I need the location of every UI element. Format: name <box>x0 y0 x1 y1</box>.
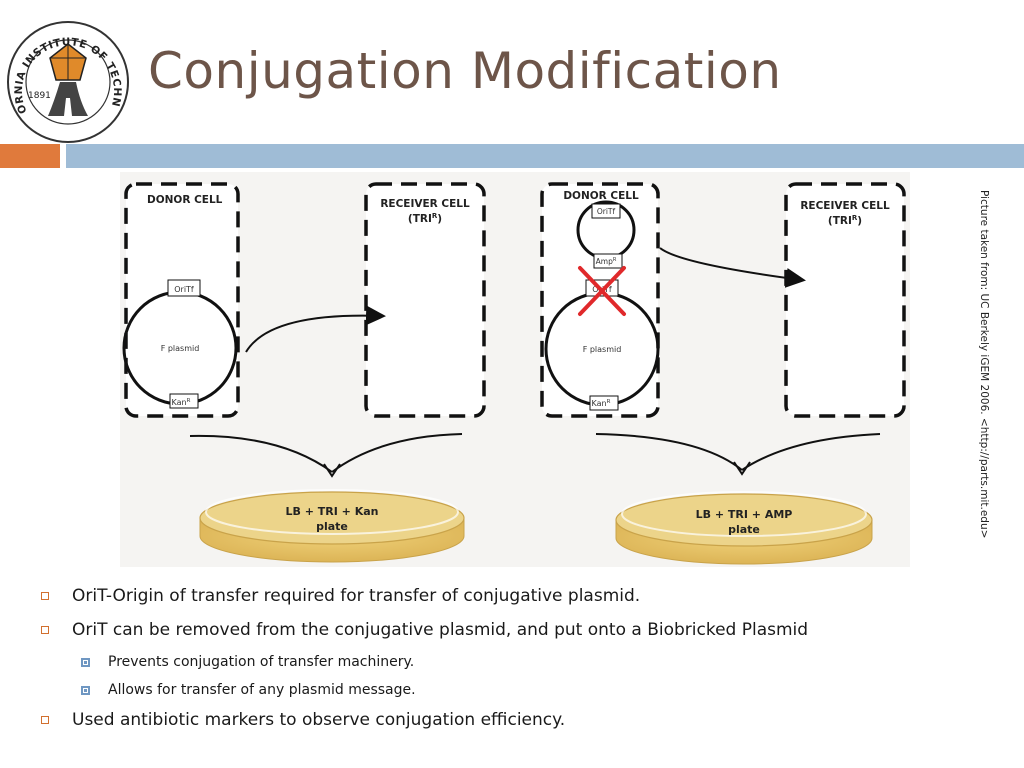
bullet-item: OriT can be removed from the conjugative… <box>38 618 998 642</box>
left-receiver-label-2: (TRIR) <box>408 212 442 225</box>
left-plasmid-label: F plasmid <box>161 344 200 353</box>
left-transfer-arrow <box>245 305 386 353</box>
sub-bullet-text: Prevents conjugation of transfer machine… <box>108 654 415 670</box>
left-funnel-right <box>331 433 463 473</box>
right-funnel-right <box>741 433 881 471</box>
right-small-orit-label: OriTf <box>597 207 616 216</box>
conjugation-diagram: DONOR CELL RECEIVER CELL (TRIR) OriTf F … <box>120 172 910 567</box>
right-plate-label-1: LB + TRI + AMP <box>696 508 793 521</box>
bullet-item: Used antibiotic markers to observe conju… <box>38 708 998 732</box>
left-panel: DONOR CELL RECEIVER CELL (TRIR) OriTf F … <box>122 182 486 563</box>
bullet-list: OriT-Origin of transfer required for tra… <box>38 584 998 742</box>
slide-title: Conjugation Modification <box>148 42 782 100</box>
bullet-item: OriT-Origin of transfer required for tra… <box>38 584 998 608</box>
left-petri-plate: LB + TRI + Kan plate <box>199 489 465 563</box>
filled-square-bullet-icon <box>81 686 90 695</box>
image-credit: Picture taken from: UC Berkely iGEM 2006… <box>978 190 990 539</box>
square-bullet-icon <box>41 716 49 724</box>
accent-bar-orange <box>0 144 60 168</box>
left-receiver-label-1: RECEIVER CELL <box>380 198 470 210</box>
left-receiver-cell <box>364 182 486 418</box>
left-orit-box <box>167 279 201 297</box>
left-funnel-left <box>189 434 333 473</box>
filled-square-bullet-icon <box>81 658 90 667</box>
right-funnel-left <box>595 433 743 471</box>
right-amp-label: AmpR <box>596 257 617 266</box>
left-donor-cell <box>124 182 240 418</box>
left-kan-label: KanR <box>172 398 191 407</box>
left-donor-label: DONOR CELL <box>147 194 223 206</box>
right-amp-box <box>593 253 623 269</box>
right-plasmid-label: F plasmid <box>583 345 622 354</box>
bullet-text: Used antibiotic markers to observe conju… <box>72 710 566 730</box>
bullet-text: OriT can be removed from the conjugative… <box>72 620 809 640</box>
sub-bullet-text: Allows for transfer of any plasmid messa… <box>108 682 416 698</box>
left-kan-box <box>169 393 199 409</box>
right-panel: DONOR CELL RECEIVER CELL (TRIR) OriTf Am… <box>540 182 906 565</box>
removed-orit-cross-icon <box>578 266 626 316</box>
right-small-orit-box <box>591 203 621 219</box>
right-transfer-arrow <box>659 247 806 288</box>
sub-bullet-item: Prevents conjugation of transfer machine… <box>38 652 998 672</box>
right-petri-plate: LB + TRI + AMP plate <box>615 491 873 565</box>
right-receiver-cell <box>784 182 906 418</box>
logo-hands-icon <box>48 82 88 116</box>
square-bullet-icon <box>41 592 49 600</box>
right-receiver-label-1: RECEIVER CELL <box>800 200 890 212</box>
caltech-logo: CALIFORNIA INSTITUTE OF TECHNOLOGY 1891 <box>4 18 129 143</box>
square-bullet-icon <box>41 626 49 634</box>
accent-bar-blue <box>66 144 1024 168</box>
sub-bullet-item: Allows for transfer of any plasmid messa… <box>38 680 998 700</box>
right-kan-label: KanR <box>592 399 611 408</box>
left-plate-label-2: plate <box>316 520 348 533</box>
right-donor-cell <box>540 182 660 418</box>
right-donor-label: DONOR CELL <box>563 190 639 202</box>
right-plate-label-2: plate <box>728 523 760 536</box>
bullet-text: OriT-Origin of transfer required for tra… <box>72 586 641 606</box>
right-receiver-label-2: (TRIR) <box>828 214 862 227</box>
right-kan-box <box>589 395 619 411</box>
left-plate-label-1: LB + TRI + Kan <box>286 505 379 518</box>
left-orit-label: OriTf <box>174 285 194 294</box>
logo-year: 1891 <box>28 91 51 101</box>
